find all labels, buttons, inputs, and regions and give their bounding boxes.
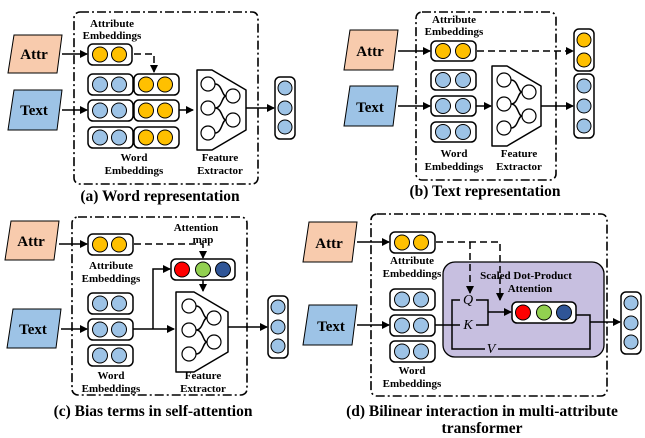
attr-label: Attr (356, 44, 384, 60)
word-embeddings (389, 288, 436, 363)
word-embeddings (430, 69, 477, 143)
panel-a: Attr Text Attribute Embeddings Word Embe… (7, 11, 296, 205)
output-vector (274, 76, 296, 140)
word-emb-label-2: Embeddings (425, 161, 484, 173)
attr-emb-label-2: Embeddings (83, 30, 142, 42)
output-vector (620, 291, 642, 355)
text-input (7, 89, 63, 131)
extractor-label-2: Extractor (180, 383, 226, 395)
caption-c: (c) Bias terms in self-attention (54, 403, 253, 420)
attr-input (4, 220, 60, 261)
extractor-label-1: Feature (202, 152, 239, 164)
word-emb-label-2: Embeddings (105, 165, 164, 177)
word-emb-label-1: Word (441, 148, 468, 160)
feature-extractor (175, 291, 229, 373)
text-label: Text (20, 103, 48, 119)
k-label: K (462, 318, 473, 333)
attr-emb-label-1: Attribute (390, 255, 434, 267)
panel-c: Attr Text Attribute Embeddings Attention… (4, 216, 289, 420)
text-label: Text (356, 100, 384, 116)
word-emb-label-1: Word (121, 152, 148, 164)
attention-scores (511, 301, 577, 324)
word-embeddings (87, 292, 134, 367)
panel-b: Attr Text Attribute Embeddings Word Embe… (343, 11, 595, 200)
sdpa-label-2: Attention (508, 283, 553, 295)
word-embeddings (87, 73, 180, 149)
attr-emb-label-1: Attribute (90, 18, 134, 30)
q-label: Q (463, 293, 473, 308)
attr-label: Attr (315, 236, 343, 252)
attr-input (302, 221, 358, 263)
attr-emb-label-2: Embeddings (82, 273, 141, 285)
text-input (6, 308, 62, 349)
extractor-label-1: Feature (185, 370, 222, 382)
text-label: Text (317, 319, 345, 335)
word-emb-label-2: Embeddings (383, 378, 442, 390)
word-emb-label-2: Embeddings (82, 383, 141, 395)
text-input (343, 85, 399, 127)
caption-d-line1: (d) Bilinear interaction in multi-attrib… (346, 403, 618, 420)
attr-emb-label-2: Embeddings (425, 26, 484, 38)
attr-input (7, 34, 63, 74)
panel-d-frame (370, 213, 608, 397)
panel-c-frame (71, 216, 248, 396)
feature-extractor (196, 69, 247, 151)
extractor-label-1: Feature (501, 148, 538, 160)
sdpa-label-1: Scaled Dot-Product (480, 270, 572, 282)
text-input (302, 304, 358, 346)
caption-b: (b) Text representation (410, 183, 561, 200)
attention-map-label-2: map (193, 234, 214, 246)
extractor-label-2: Extractor (197, 165, 243, 177)
attr-label: Attr (17, 234, 45, 250)
output-vector (267, 295, 289, 359)
attr-emb-label-2: Embeddings (383, 268, 442, 280)
word-emb-label-1: Word (399, 365, 426, 377)
text-label: Text (19, 322, 47, 338)
output-vector (573, 28, 595, 139)
feature-extractor (491, 65, 542, 147)
v-label: V (487, 342, 497, 357)
panel-a-frame (73, 11, 259, 185)
panel-d: Attr Text Attribute Embeddings Scaled Do… (302, 213, 642, 437)
attention-map-label-1: Attention (174, 222, 219, 234)
word-emb-label-1: Word (98, 370, 125, 382)
panel-b-frame (415, 11, 557, 181)
attr-emb-label-1: Attribute (432, 14, 476, 26)
attr-label: Attr (20, 47, 48, 63)
caption-d-line2: transformer (442, 420, 523, 437)
attr-input (343, 29, 399, 71)
attr-emb-label-1: Attribute (89, 260, 133, 272)
caption-a: (a) Word representation (80, 188, 240, 205)
extractor-label-2: Extractor (496, 161, 542, 173)
attention-map (170, 258, 236, 281)
